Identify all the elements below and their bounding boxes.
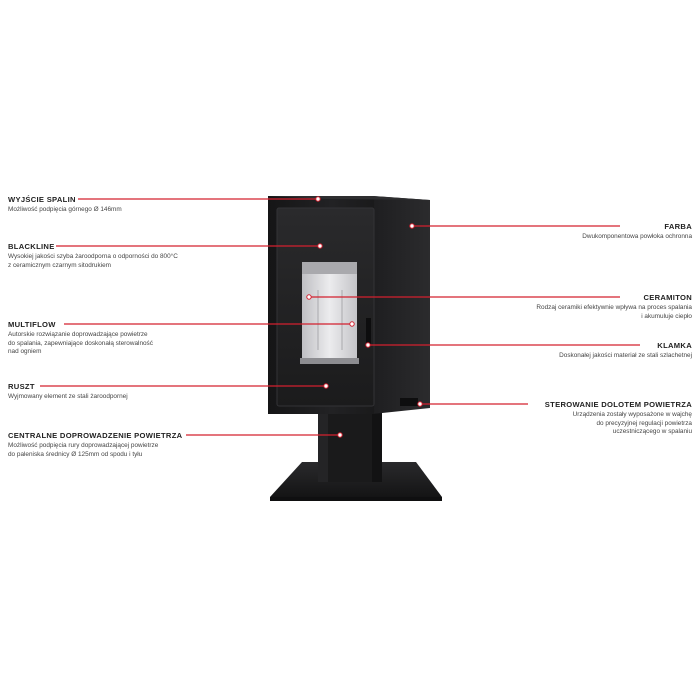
stove-body bbox=[268, 196, 430, 414]
callout-line-wyjscie-spalin bbox=[78, 196, 321, 202]
callout-ceramiton: CERAMITON Rodzaj ceramiki efektywnie wpł… bbox=[536, 293, 692, 321]
callout-title: BLACKLINE bbox=[8, 242, 55, 251]
callout-line-ceramiton bbox=[306, 294, 620, 300]
callout-desc: Wyjmowany element ze stali żaroodpornej bbox=[8, 393, 128, 400]
callout-line-ruszt bbox=[40, 383, 329, 389]
callout-desc: do spalania, zapewniające doskonałą ster… bbox=[8, 339, 153, 347]
callout-desc: Urządzenia zostały wyposażone w wajchę bbox=[572, 411, 692, 418]
callout-desc: Dwukomponentowa powłoka ochronna bbox=[582, 233, 692, 240]
callout-farba: FARBA Dwukomponentowa powłoka ochronna bbox=[582, 222, 692, 242]
callout-sterowanie: STEROWANIE DOLOTEM POWIETRZA Urządzenia … bbox=[545, 400, 692, 437]
callout-desc: Możliwość podpięcia górnego Ø 146mm bbox=[8, 206, 122, 213]
callout-desc: nad ogniem bbox=[8, 348, 42, 356]
callout-line-blackline bbox=[56, 243, 323, 249]
callout-ruszt: RUSZT Wyjmowany element ze stali żaroodp… bbox=[8, 382, 128, 402]
callout-desc: Możliwość podpięcia rury doprowadzającej… bbox=[8, 442, 159, 449]
callout-title: CERAMITON bbox=[643, 293, 692, 302]
callout-desc: Rodzaj ceramiki efektywnie wpływa na pro… bbox=[536, 304, 692, 311]
callout-line-sterowanie bbox=[417, 401, 528, 407]
callout-multiflow: MULTIFLOW Autorskie rozwiązanie doprowad… bbox=[8, 320, 153, 357]
callout-title: FARBA bbox=[664, 222, 692, 231]
callout-title: WYJŚCIE SPALIN bbox=[8, 195, 76, 204]
pedestal bbox=[318, 412, 382, 482]
callout-desc: Autorskie rozwiązanie doprowadzające pow… bbox=[8, 331, 148, 338]
callout-line-farba bbox=[409, 223, 620, 229]
callout-line-klamka bbox=[365, 342, 640, 348]
callout-title: KLAMKA bbox=[657, 341, 692, 350]
callout-title: CENTRALNE DOPROWADZENIE POWIETRZA bbox=[8, 431, 183, 440]
callout-line-multiflow bbox=[64, 321, 355, 327]
callout-desc: Wysokiej jakości szyba żaroodporna o odp… bbox=[8, 253, 178, 260]
callout-centralne: CENTRALNE DOPROWADZENIE POWIETRZA Możliw… bbox=[8, 431, 182, 459]
callout-desc: do precyzyjnej regulacji powietrza bbox=[596, 419, 692, 427]
callout-title: RUSZT bbox=[8, 382, 35, 391]
callout-klamka: KLAMKA Doskonałej jakości materiał ze st… bbox=[559, 341, 692, 361]
callout-desc: uczestniczącego w spalaniu bbox=[612, 428, 692, 436]
callout-blackline: BLACKLINE Wysokiej jakości szyba żaroodp… bbox=[8, 242, 178, 270]
callout-title: STEROWANIE DOLOTEM POWIETRZA bbox=[544, 400, 692, 409]
callout-wyjscie-spalin: WYJŚCIE SPALIN Możliwość podpięcia górne… bbox=[8, 195, 122, 215]
callout-desc: do paleniska średnicy Ø 125mm od spodu i… bbox=[8, 450, 143, 458]
callout-desc: z ceramicznym czarnym sitodrukiem bbox=[8, 261, 111, 269]
callout-line-centralne bbox=[186, 432, 343, 438]
callout-title: MULTIFLOW bbox=[8, 320, 56, 329]
callout-desc: Doskonałej jakości materiał ze stali szl… bbox=[559, 352, 692, 359]
callout-desc: i akumuluje ciepło bbox=[641, 312, 692, 320]
